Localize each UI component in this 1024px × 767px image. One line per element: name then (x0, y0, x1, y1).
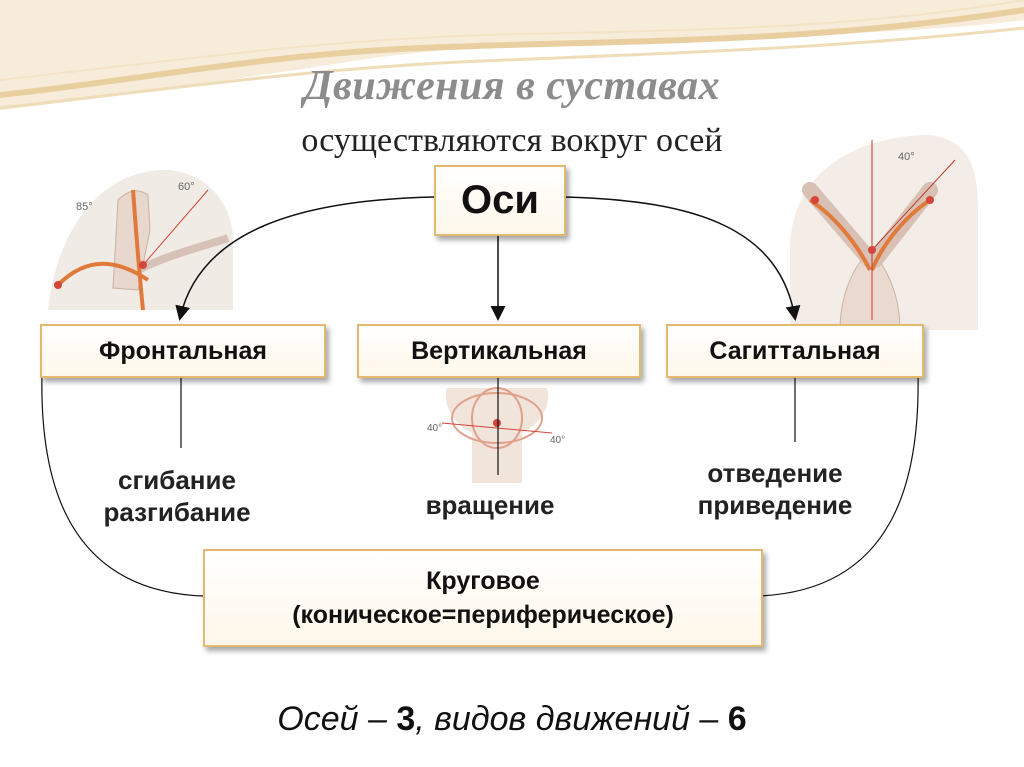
sagittal-axis-box: Сагиттальная (666, 324, 924, 378)
summary-axes-count: 3 (396, 700, 416, 738)
frontal-axis-box: Фронтальная (40, 324, 326, 378)
circular-movement-box: Круговое (коническое=периферическое) (203, 549, 763, 647)
header-wave-decoration (0, 0, 1024, 110)
circular-line1: Круговое (426, 567, 540, 595)
hip-abduction-illustration: 40° (790, 135, 978, 330)
summary-movements-count: 6 (727, 700, 747, 738)
summary-line: Осей – 3, видов движений – 6 (0, 700, 1024, 739)
sagittal-movements: отведение приведение (660, 457, 890, 521)
vertical-movements: вращение (380, 489, 600, 521)
movement-extension: разгибание (103, 497, 251, 527)
arrow-to-sagittal (561, 196, 801, 321)
axes-root-box: Оси (434, 165, 566, 236)
vertical-axis-box: Вертикальная (357, 324, 641, 378)
angle-label: 60° (178, 181, 195, 193)
frontal-movements: сгибание разгибание (52, 464, 302, 528)
angle-label: 85° (76, 201, 93, 213)
page-subtitle: осуществляются вокруг осей (301, 122, 723, 159)
movement-rotation: вращение (425, 490, 555, 520)
movement-abduction: отведение (707, 458, 843, 488)
hip-rotation-illustration: 40° 40° (427, 387, 565, 483)
angle-label: 40° (427, 423, 442, 434)
movement-adduction: приведение (697, 490, 853, 520)
angle-label: 40° (550, 435, 565, 446)
angle-label: 40° (898, 151, 915, 163)
summary-part2: , видов движений – (415, 700, 728, 738)
movement-flexion: сгибание (118, 465, 236, 495)
hip-flexion-illustration: 85° 60° (48, 169, 233, 311)
page-title: Движения в суставах (303, 63, 721, 109)
circular-line2: (коническое=периферическое) (292, 601, 674, 629)
summary-part1: Осей – (277, 700, 397, 738)
